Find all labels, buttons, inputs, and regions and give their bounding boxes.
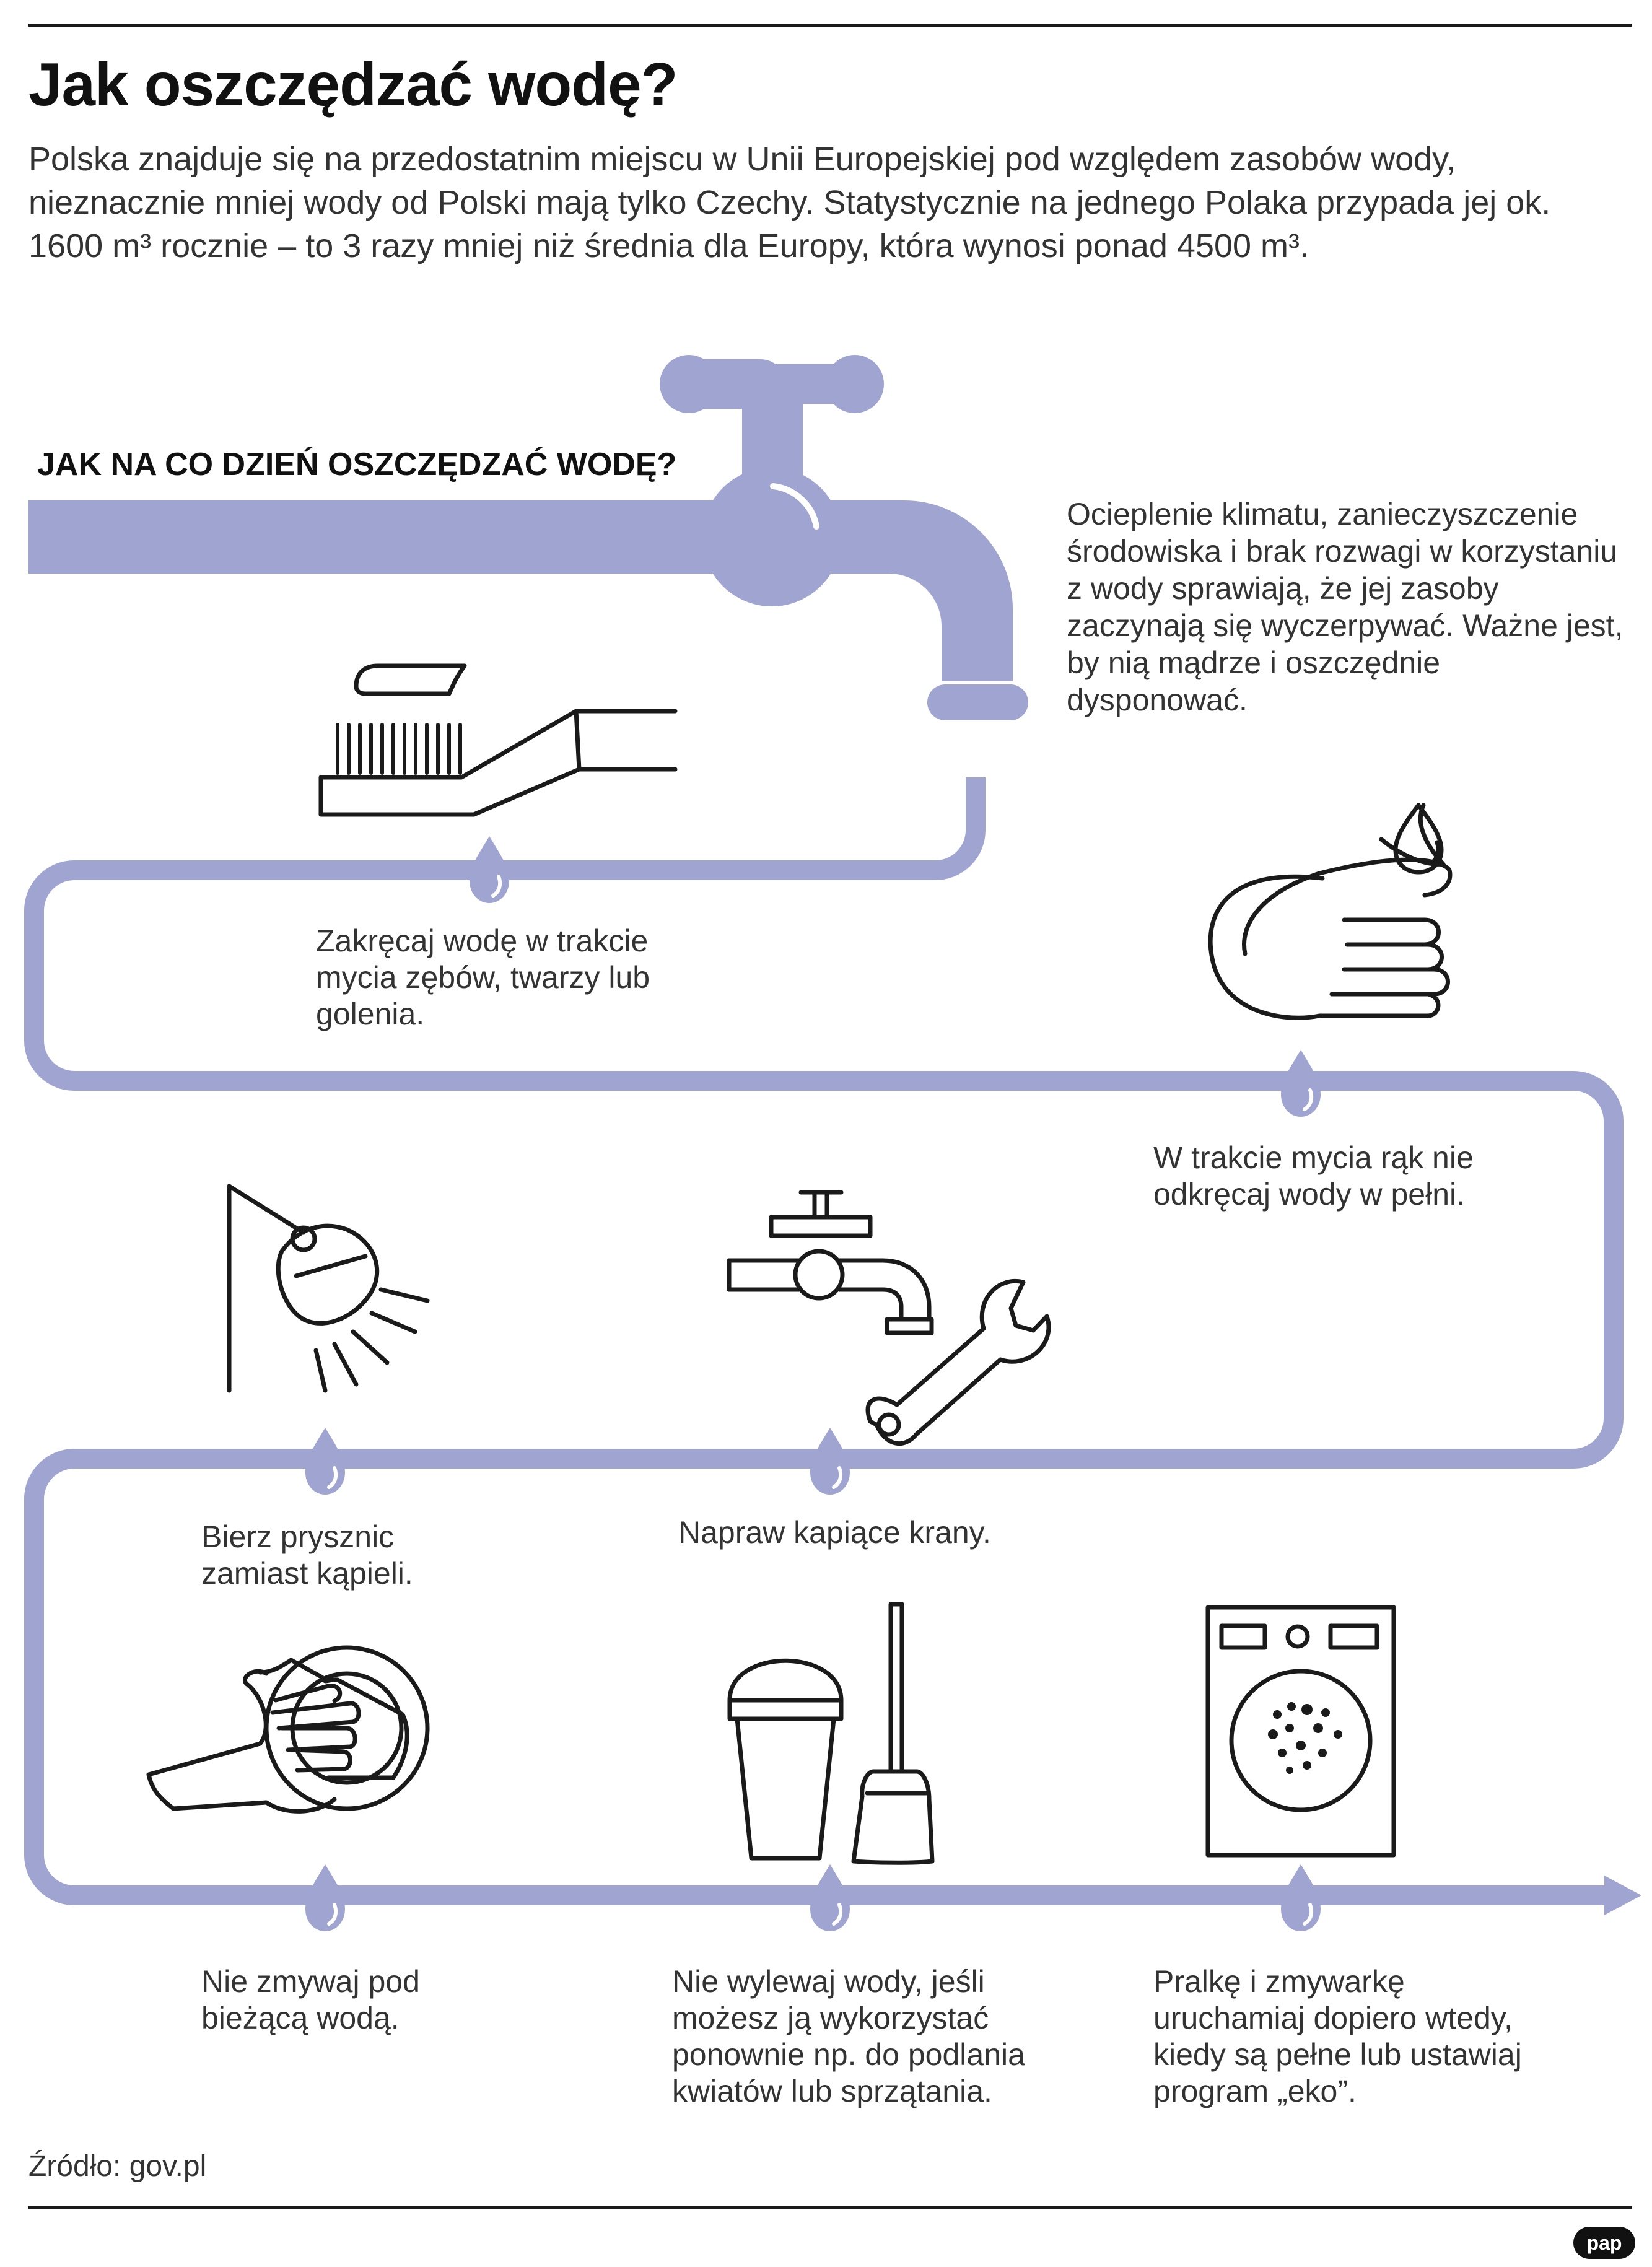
water-drop-icon (305, 1864, 345, 1931)
bucket-mop-icon (727, 1602, 935, 1865)
shower-icon (227, 1184, 430, 1393)
top-rule (28, 24, 1632, 27)
tip-tap: Napraw kapiące krany. (678, 1515, 991, 1550)
tap-wrench-icon (727, 1190, 1051, 1446)
water-drop-icon (810, 1428, 850, 1495)
tip-bucket: Nie wylewaj wody, jeśli możesz ją wykorz… (672, 1964, 1025, 2108)
tip-hands: W trakcie mycia rąk nie odkręcaj wody w … (1153, 1140, 1474, 1212)
section-heading: JAK NA CO DZIEŃ OSZCZĘDZAĆ WODĘ? (37, 447, 677, 483)
arrow-right-icon (1604, 1876, 1641, 1915)
water-drop-icon (810, 1864, 850, 1931)
bottom-rule (28, 2206, 1632, 2209)
water-drop-icon (470, 836, 509, 903)
washing-machine-icon (1205, 1605, 1396, 1858)
pap-logo: pap (1573, 2227, 1635, 2259)
source-note: Źródło: gov.pl (28, 2150, 207, 2183)
climate-paragraph: Ocieplenie klimatu, zanieczyszczenie śro… (1067, 497, 1624, 717)
tip-shower: Bierz prysznic zamiast kąpieli. (201, 1519, 413, 1591)
tip-dishes: Nie zmywaj pod bieżącą wodą. (201, 1964, 420, 2035)
tip-toothbrush: Zakręcaj wodę w trakcie mycia zębów, twa… (316, 924, 650, 1031)
tip-washer: Pralkę i zmywarkę uruchamiaj dopiero wte… (1153, 1964, 1522, 2108)
water-drop-icon (305, 1428, 345, 1495)
faucet-icon (28, 355, 1028, 720)
water-pipe (24, 777, 1624, 1905)
water-drop-icon (1281, 1050, 1321, 1117)
water-drop-icon (1281, 1864, 1321, 1931)
page-title: Jak oszczędzać wodę? (28, 50, 678, 118)
hand-water-drop-icon (1208, 803, 1453, 1020)
toothbrush-icon (318, 663, 678, 817)
hand-washing-plate-icon (146, 1645, 430, 1814)
intro-paragraph: Polska znajduje się na przedostatnim mie… (28, 141, 1551, 264)
